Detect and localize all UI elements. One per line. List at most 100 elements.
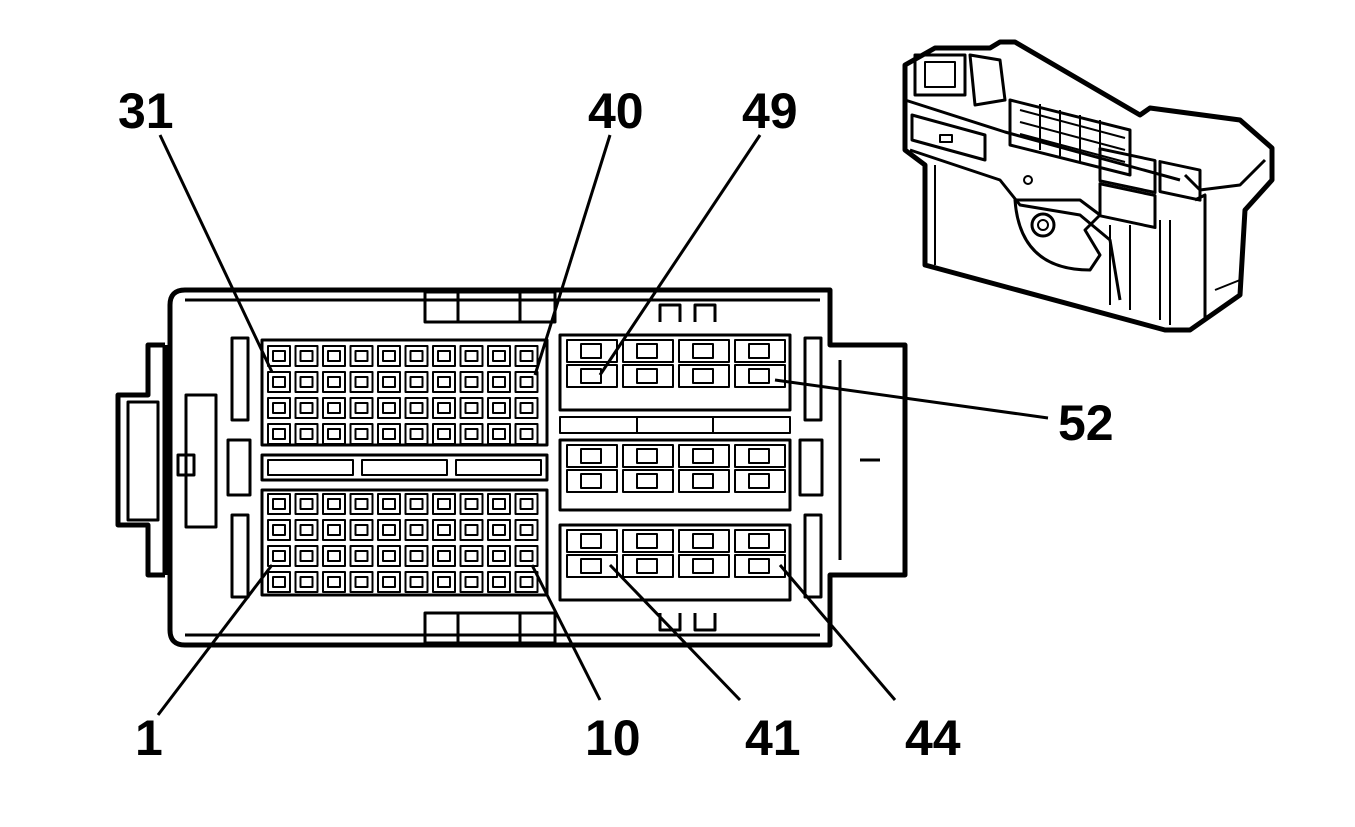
left-cavity-block (260, 338, 549, 597)
terminal-cavity-inner (464, 576, 479, 588)
terminal-cavity (459, 371, 484, 393)
terminal-cavity-inner (382, 428, 396, 440)
terminal-cavity-inner (692, 448, 714, 464)
terminal-cavity-inner (327, 350, 341, 362)
terminal-cavity (622, 554, 674, 578)
terminal-cavity-inner (464, 350, 479, 362)
terminal-cavity-inner (580, 368, 602, 384)
terminal-cavity-inner (327, 576, 341, 588)
terminal-cavity (622, 364, 674, 388)
right-cavity-block (558, 333, 792, 602)
terminal-cavity (622, 444, 674, 468)
terminal-cavity (734, 364, 786, 388)
terminal-cavity-inner (748, 533, 770, 549)
terminal-cavity (404, 345, 429, 367)
terminal-cavity-inner (519, 524, 534, 536)
terminal-cavity (267, 423, 291, 445)
terminal-cavity (514, 397, 539, 419)
terminal-cavity (377, 519, 401, 541)
terminal-cavity-inner (409, 524, 424, 536)
terminal-cavity-inner (272, 402, 286, 414)
terminal-cavity-inner (382, 402, 396, 414)
terminal-cavity-inner (437, 402, 451, 414)
terminal-cavity-inner (519, 498, 534, 510)
terminal-cavity-inner (382, 524, 396, 536)
terminal-cavity (487, 371, 511, 393)
right-terminal-cavities (566, 339, 786, 578)
terminal-cavity (267, 545, 291, 567)
terminal-cavity (432, 345, 456, 367)
terminal-cavity (678, 529, 730, 553)
pin-label-44: 44 (905, 710, 961, 766)
terminal-cavity-inner (299, 376, 314, 388)
terminal-cavity-inner (327, 376, 341, 388)
leader-10 (530, 564, 602, 701)
terminal-cavity-inner (519, 428, 534, 440)
terminal-cavity-inner (354, 350, 369, 362)
terminal-cavity (487, 571, 511, 593)
terminal-cavity-inner (299, 428, 314, 440)
terminal-cavity-inner (299, 498, 314, 510)
terminal-cavity-inner (327, 550, 341, 562)
terminal-cavity (487, 397, 511, 419)
terminal-cavity-inner (409, 350, 424, 362)
terminal-cavity-inner (464, 376, 479, 388)
pin-label-1: 1 (135, 710, 163, 766)
terminal-cavity-inner (299, 402, 314, 414)
terminal-cavity (377, 423, 401, 445)
leader-49 (598, 134, 762, 376)
terminal-cavity (566, 364, 618, 388)
terminal-cavity (734, 529, 786, 553)
terminal-cavity (404, 371, 429, 393)
terminal-cavity (377, 371, 401, 393)
terminal-cavity-inner (492, 350, 506, 362)
housing-side-slots (226, 336, 880, 599)
terminal-cavity (566, 469, 618, 493)
terminal-cavity (459, 571, 484, 593)
terminal-cavity (459, 423, 484, 445)
terminal-cavity (459, 493, 484, 515)
terminal-cavity (678, 554, 730, 578)
terminal-cavity-inner (464, 498, 479, 510)
terminal-cavity-inner (748, 473, 770, 489)
terminal-cavity-inner (748, 368, 770, 384)
terminal-cavity-inner (299, 524, 314, 536)
terminal-cavity-inner (748, 558, 770, 574)
terminal-cavity (267, 493, 291, 515)
terminal-cavity (678, 469, 730, 493)
terminal-cavity (267, 571, 291, 593)
terminal-cavity (566, 444, 618, 468)
terminal-cavity (514, 545, 539, 567)
terminal-cavity (432, 371, 456, 393)
terminal-cavity (294, 345, 319, 367)
terminal-cavity (404, 423, 429, 445)
terminal-cavity-inner (636, 368, 658, 384)
terminal-cavity-inner (437, 350, 451, 362)
leader-lines (156, 134, 1049, 716)
terminal-cavity (349, 345, 374, 367)
terminal-cavity-inner (327, 428, 341, 440)
terminal-cavity-inner (272, 550, 286, 562)
terminal-cavity-inner (382, 350, 396, 362)
terminal-cavity-inner (437, 576, 451, 588)
connector-latch (115, 342, 218, 578)
pin-label-10: 10 (585, 710, 641, 766)
terminal-cavity-inner (437, 550, 451, 562)
terminal-cavity-inner (580, 343, 602, 359)
terminal-cavity-inner (327, 402, 341, 414)
terminal-cavity (487, 493, 511, 515)
terminal-cavity (432, 493, 456, 515)
terminal-cavity-inner (519, 376, 534, 388)
terminal-cavity-inner (692, 473, 714, 489)
terminal-cavity-inner (354, 576, 369, 588)
connector-isometric-view (902, 39, 1275, 333)
terminal-cavity (404, 519, 429, 541)
terminal-cavity (459, 519, 484, 541)
terminal-cavity-inner (636, 533, 658, 549)
terminal-cavity-inner (382, 576, 396, 588)
terminal-cavity-inner (354, 402, 369, 414)
terminal-cavity (377, 493, 401, 515)
terminal-cavity (678, 444, 730, 468)
terminal-cavity (294, 423, 319, 445)
